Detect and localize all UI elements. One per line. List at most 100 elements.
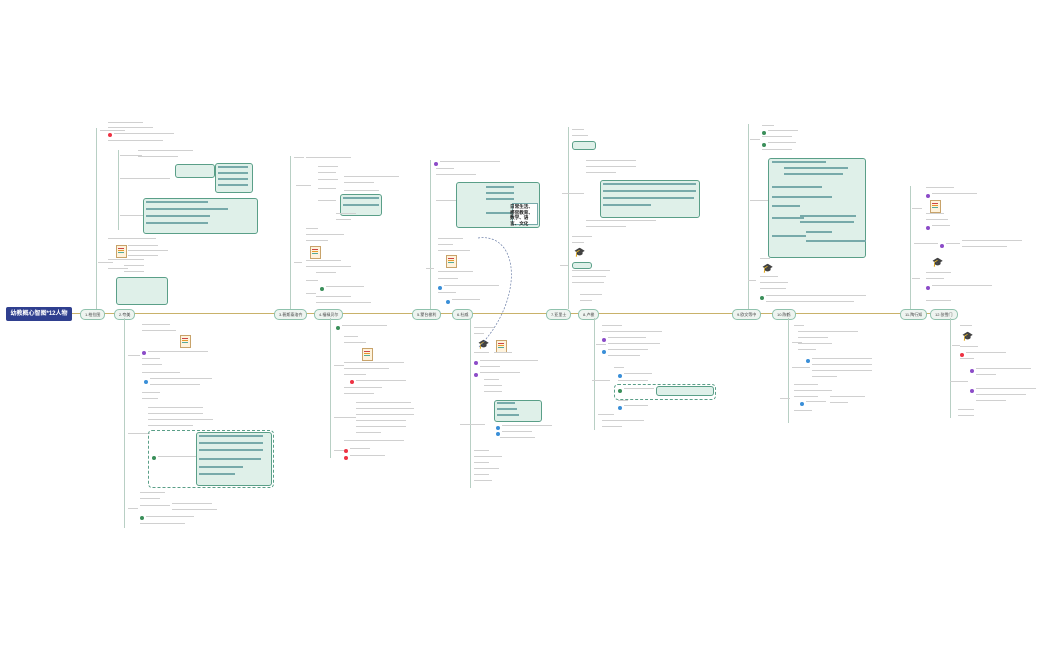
branch-11-item bbox=[926, 300, 951, 301]
callout-card[interactable] bbox=[512, 203, 538, 225]
branch-3-item bbox=[306, 266, 351, 267]
topic-box[interactable] bbox=[116, 277, 168, 305]
branch-2-item bbox=[142, 398, 158, 399]
sub-topic[interactable] bbox=[218, 184, 248, 186]
sub-topic[interactable] bbox=[650, 197, 694, 199]
branch-3-item bbox=[316, 302, 371, 303]
branch-10-item bbox=[794, 384, 818, 385]
sub-topic[interactable] bbox=[650, 183, 696, 185]
sub-topic[interactable] bbox=[218, 166, 248, 168]
branch-8-connector bbox=[594, 318, 595, 430]
branch-8-item bbox=[602, 420, 644, 421]
topic-box[interactable] bbox=[572, 141, 596, 150]
sub-topic[interactable] bbox=[603, 183, 651, 185]
branch-node-10[interactable]: 10.陈鹤 bbox=[772, 309, 796, 320]
sub-topic[interactable] bbox=[784, 167, 848, 169]
sub-topic[interactable] bbox=[772, 161, 826, 163]
sub-topic[interactable] bbox=[199, 458, 261, 460]
branch-4-item bbox=[356, 420, 406, 421]
sub-topic[interactable] bbox=[497, 414, 519, 416]
branch-5-item bbox=[438, 292, 456, 293]
sub-topic[interactable] bbox=[772, 217, 804, 219]
topic-box[interactable] bbox=[572, 262, 592, 269]
branch-node-4[interactable]: 4.福禄贝尔 bbox=[314, 309, 344, 320]
topic-box[interactable] bbox=[494, 400, 542, 422]
sub-topic[interactable] bbox=[146, 208, 228, 210]
sub-topic[interactable] bbox=[199, 442, 263, 444]
branch-node-6[interactable]: 6.杜威 bbox=[452, 309, 474, 320]
sub-topic[interactable] bbox=[800, 221, 854, 223]
branch-4-item bbox=[334, 365, 344, 366]
sub-topic[interactable] bbox=[218, 172, 248, 174]
branch-6-item bbox=[484, 391, 502, 392]
branch-8-item bbox=[624, 373, 652, 374]
sub-topic[interactable] bbox=[343, 204, 379, 206]
branch-node-8[interactable]: 8.卢梭 bbox=[578, 309, 600, 320]
sub-topic[interactable] bbox=[146, 222, 208, 224]
branch-2-item bbox=[140, 498, 160, 499]
topic-box[interactable] bbox=[656, 386, 714, 396]
branch-9-item bbox=[768, 130, 798, 131]
branch-2-item bbox=[148, 351, 208, 352]
sub-topic[interactable] bbox=[772, 235, 806, 237]
sub-topic[interactable] bbox=[199, 473, 235, 475]
branch-7-item bbox=[572, 276, 606, 277]
branch-node-12[interactable]: 12.张雪门 bbox=[930, 309, 958, 320]
branch-9-connector bbox=[748, 124, 749, 309]
branch-6-item bbox=[474, 327, 494, 328]
branch-4-item bbox=[344, 368, 389, 369]
sub-topic[interactable] bbox=[497, 402, 515, 404]
sub-topic[interactable] bbox=[603, 197, 651, 199]
branch-1-item bbox=[128, 250, 168, 251]
sub-topic[interactable] bbox=[199, 466, 243, 468]
priority-icon bbox=[152, 456, 156, 460]
branch-5-item bbox=[452, 299, 480, 300]
sub-topic[interactable] bbox=[486, 186, 514, 188]
sub-topic[interactable] bbox=[784, 173, 843, 175]
branch-12-item bbox=[960, 325, 972, 326]
branch-1-item bbox=[120, 215, 145, 216]
branch-node-1[interactable]: 1.柏拉图 bbox=[80, 309, 106, 320]
branch-8-item bbox=[614, 367, 624, 368]
topic-box[interactable] bbox=[600, 180, 700, 218]
sub-topic[interactable] bbox=[343, 197, 379, 199]
branch-node-9[interactable]: 9.欧文等中 bbox=[732, 309, 762, 320]
sub-topic[interactable] bbox=[852, 240, 866, 242]
branch-node-11[interactable]: 11.陶行知 bbox=[900, 309, 928, 320]
branch-10-item bbox=[798, 349, 816, 350]
branch-node-3[interactable]: 3.裴斯泰洛齐 bbox=[274, 309, 308, 320]
sub-topic[interactable] bbox=[218, 178, 248, 180]
branch-6-item bbox=[484, 379, 499, 380]
branch-10-item bbox=[830, 396, 865, 397]
topic-box[interactable] bbox=[175, 164, 215, 178]
branch-1-item bbox=[124, 265, 144, 266]
branch-7-item bbox=[572, 135, 588, 136]
sub-topic[interactable] bbox=[146, 201, 208, 203]
sub-topic[interactable] bbox=[772, 196, 832, 198]
sub-topic[interactable] bbox=[822, 240, 842, 242]
sub-topic[interactable] bbox=[199, 435, 263, 437]
sub-topic[interactable] bbox=[800, 215, 856, 217]
grouped-topic-frame bbox=[148, 430, 274, 488]
branch-8-item bbox=[618, 380, 648, 381]
sub-topic[interactable] bbox=[603, 190, 651, 192]
sub-topic[interactable] bbox=[146, 215, 210, 217]
sub-topic[interactable] bbox=[650, 190, 696, 192]
sub-topic[interactable] bbox=[772, 186, 822, 188]
sub-topic[interactable] bbox=[486, 212, 512, 214]
sub-topic[interactable] bbox=[486, 198, 514, 200]
grouped-topic-frame bbox=[614, 384, 716, 400]
priority-icon bbox=[320, 287, 324, 291]
branch-6-item bbox=[494, 352, 512, 353]
branch-node-5[interactable]: 5.蒙台梭利 bbox=[412, 309, 442, 320]
sub-topic[interactable] bbox=[818, 231, 832, 233]
branch-node-7[interactable]: 7.亚里士 bbox=[546, 309, 572, 320]
sub-topic[interactable] bbox=[199, 449, 263, 451]
root-topic[interactable]: 幼教概心智图*12人物 bbox=[6, 307, 72, 321]
sub-topic[interactable] bbox=[772, 205, 800, 207]
sub-topic[interactable] bbox=[603, 204, 651, 206]
sub-topic[interactable] bbox=[497, 408, 517, 410]
sub-topic[interactable] bbox=[486, 192, 514, 194]
branch-6-item bbox=[480, 366, 500, 367]
branch-9-item bbox=[766, 295, 866, 296]
